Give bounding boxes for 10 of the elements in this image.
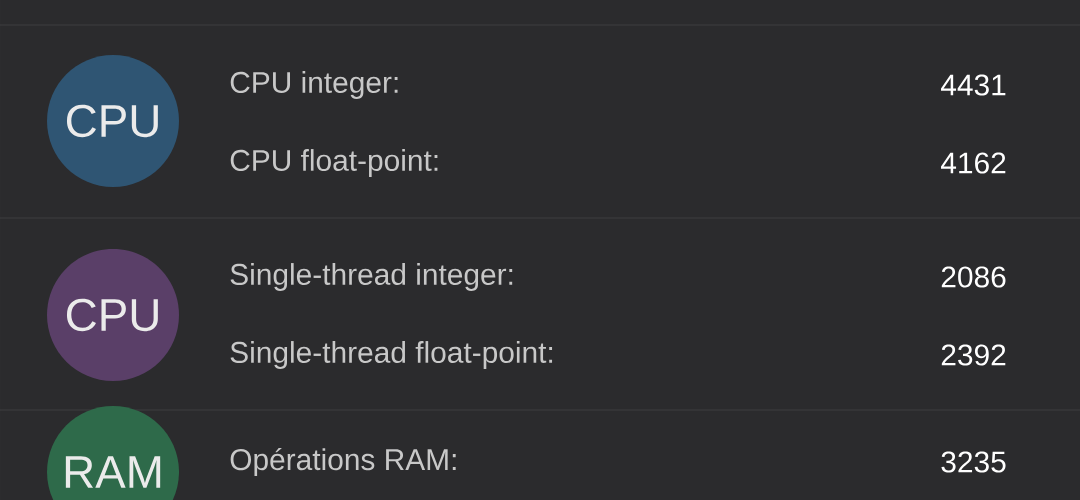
- metric-label: Opérations RAM:: [230, 447, 456, 477]
- score-value: 3235: [941, 451, 1006, 473]
- score-value: 4431: [941, 74, 1006, 96]
- score-value: 4162: [941, 152, 1006, 174]
- metric-label: Single-thread integer:: [230, 263, 513, 291]
- metric-label: CPU float-point:: [230, 149, 438, 177]
- metric-label: CPU integer:: [230, 71, 398, 99]
- score-value: 2086: [941, 266, 1006, 288]
- metric-label: Single-thread float-point:: [230, 341, 553, 369]
- score-value: 2392: [941, 344, 1006, 366]
